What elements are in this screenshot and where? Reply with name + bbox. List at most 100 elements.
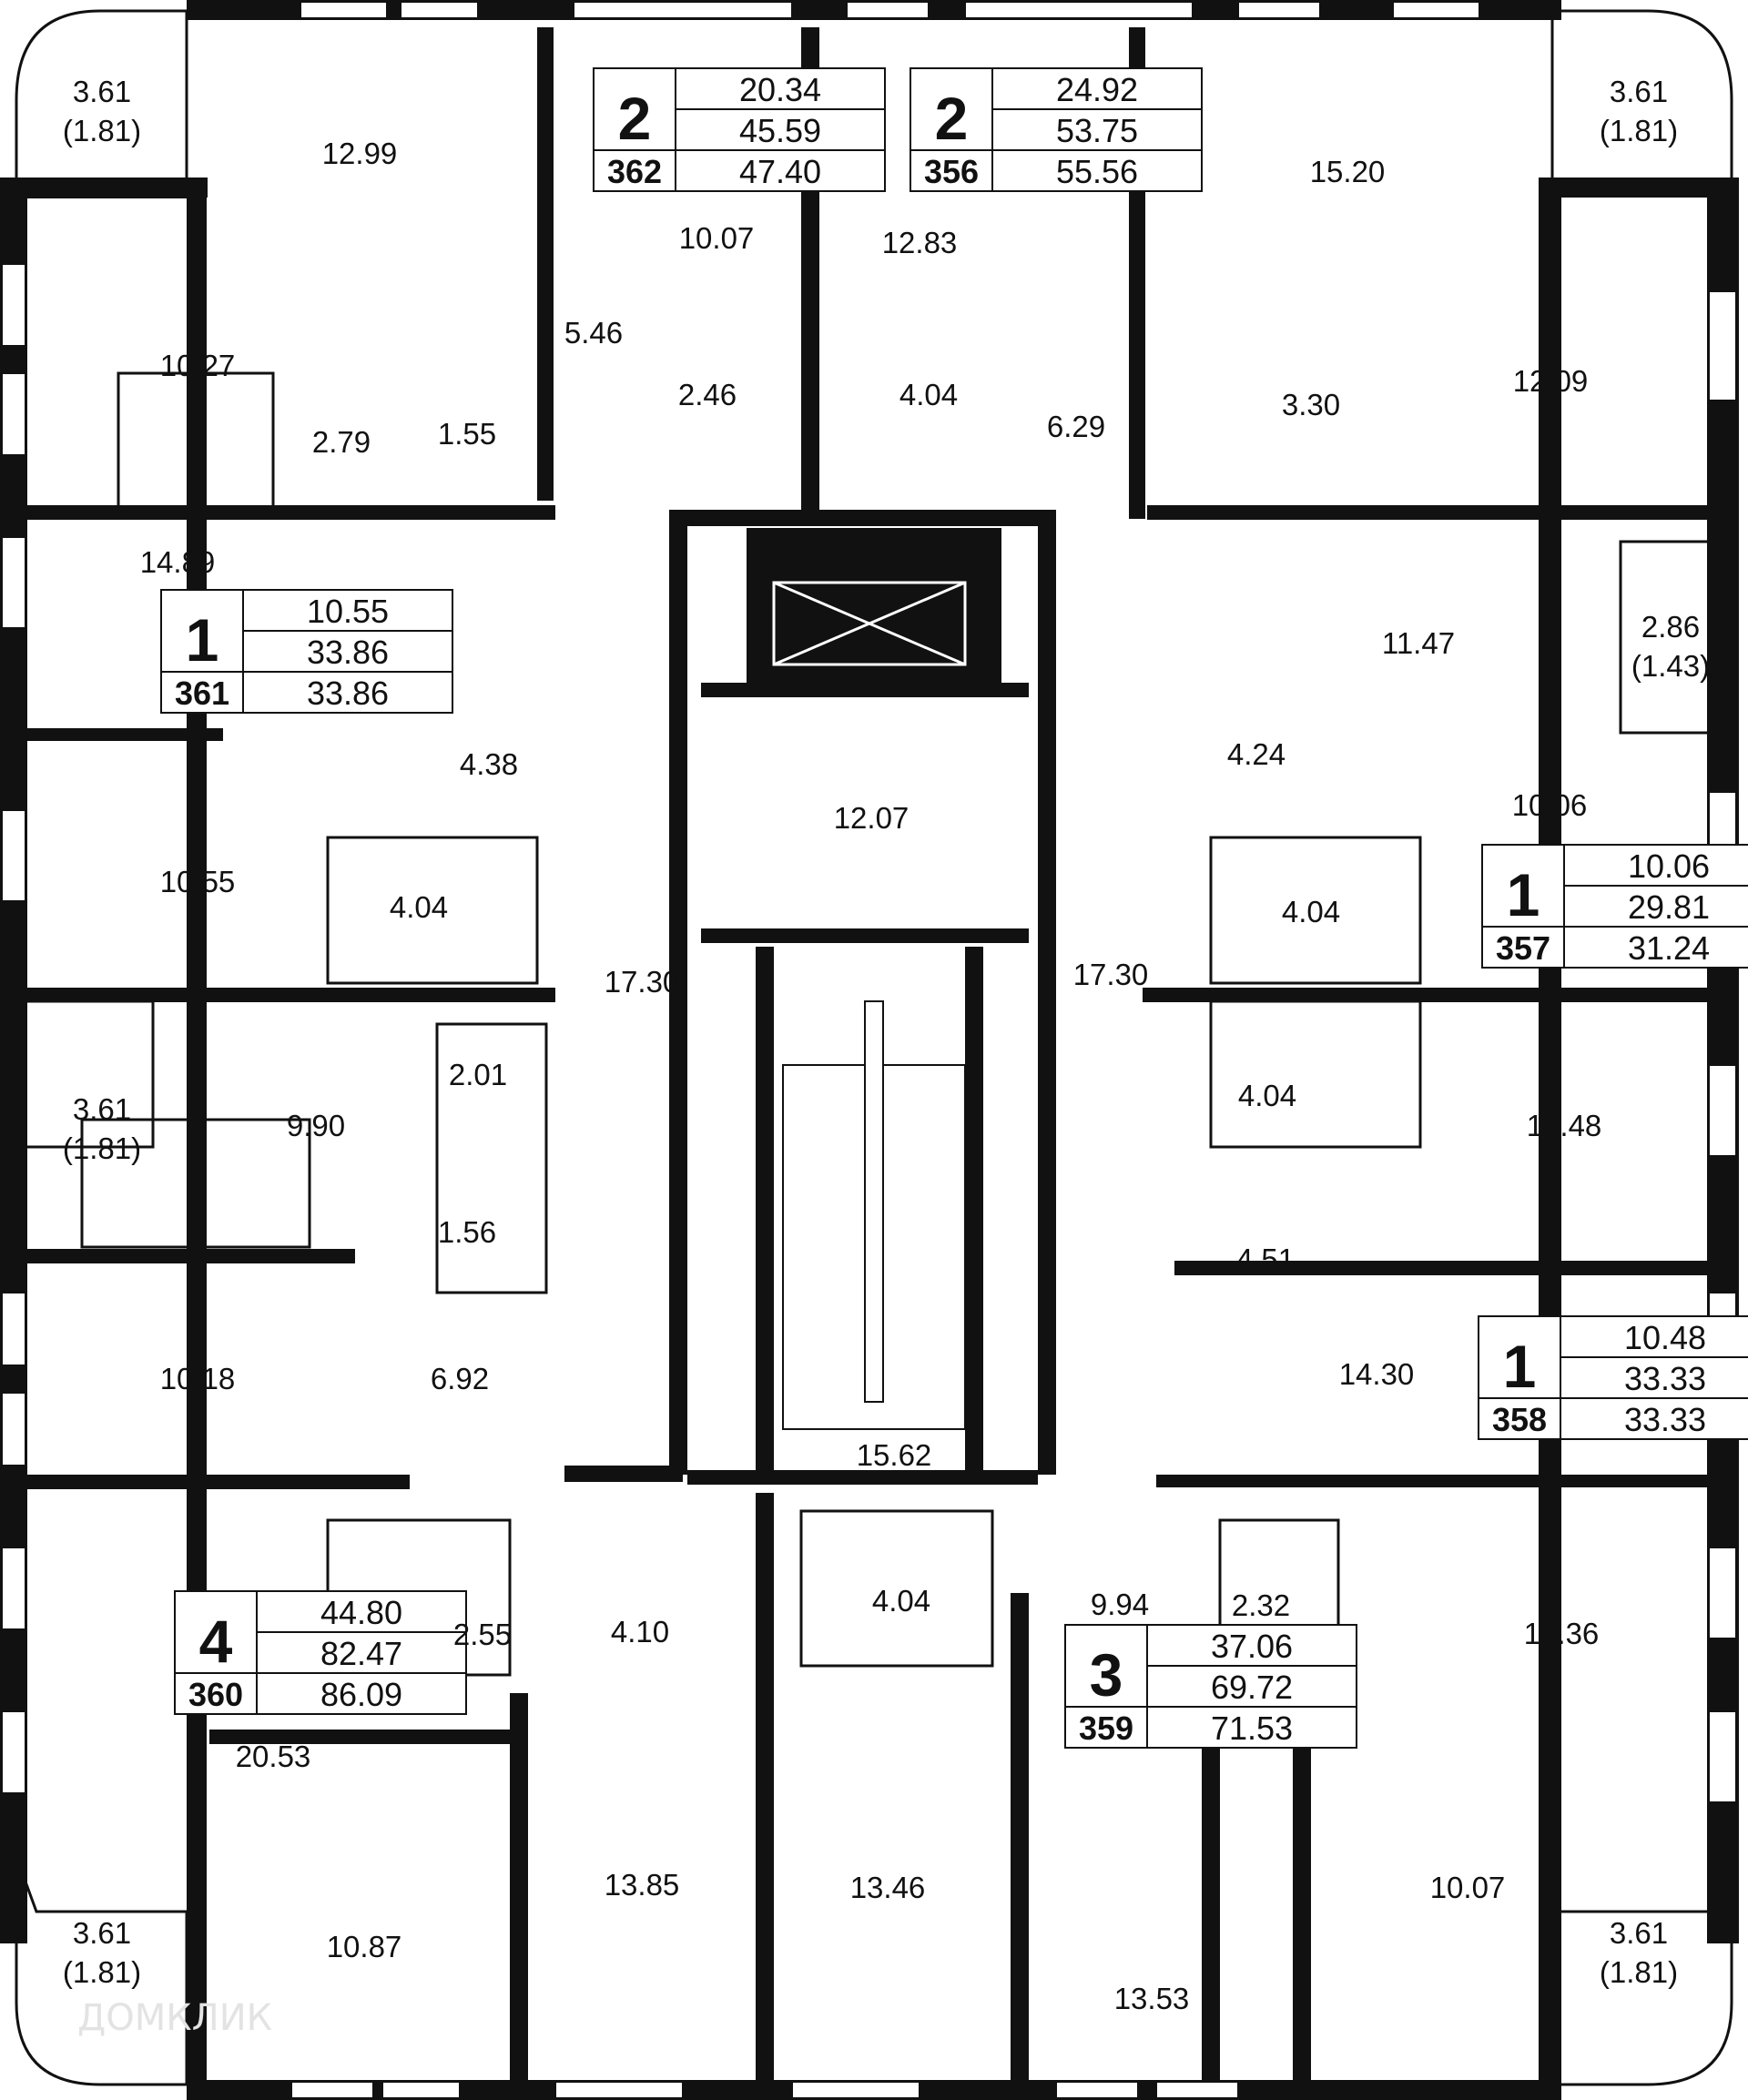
- apartment-number: 361: [175, 675, 229, 712]
- apartment-total-area: 82.47: [320, 1635, 402, 1672]
- apartment-living-area: 10.48: [1624, 1319, 1706, 1356]
- room-area-label: 10.55: [160, 865, 236, 898]
- room-area-label: 10.87: [327, 1930, 402, 1963]
- room-area-label: 10.07: [679, 221, 755, 255]
- balcony-area: 3.61: [1610, 1916, 1668, 1950]
- apartment-number: 358: [1492, 1401, 1547, 1438]
- room-area-label: 3.30: [1282, 388, 1340, 421]
- balcony-reduced-area: (1.81): [1600, 1955, 1678, 1989]
- room-area-label: 14.30: [1339, 1357, 1415, 1391]
- balcony-outlines: [15, 9, 1733, 2086]
- apartment-card: 1 10.48 33.33 358 33.33: [1478, 1315, 1748, 1440]
- room-area-label: 12.09: [1513, 364, 1589, 398]
- room-area-label: 12.07: [834, 801, 910, 835]
- apartment-card: 2 20.34 45.59 362 47.40: [593, 67, 886, 192]
- apartment-living-area: 10.06: [1628, 847, 1710, 885]
- apartment-living-area: 44.80: [320, 1594, 402, 1631]
- room-area-label: 4.04: [1238, 1079, 1296, 1112]
- apartment-total-area: 33.33: [1624, 1360, 1706, 1397]
- apartment-total-with-balcony: 31.24: [1628, 929, 1710, 967]
- apartment-rooms: 2: [618, 85, 652, 152]
- apartment-rooms: 1: [1507, 861, 1540, 928]
- apartment-rooms: 1: [186, 606, 219, 674]
- room-area-label: 6.92: [431, 1362, 489, 1395]
- apartment-rooms: 3: [1090, 1641, 1123, 1709]
- room-area-label: 1.55: [438, 417, 496, 451]
- balcony-area: 3.61: [73, 1092, 131, 1126]
- balcony-reduced-area: (1.43): [1631, 649, 1710, 683]
- room-area-label: 10.07: [1430, 1871, 1506, 1904]
- room-area-label: 4.38: [460, 747, 518, 781]
- apartment-rooms: 2: [935, 85, 969, 152]
- balcony-reduced-area: (1.81): [63, 1131, 141, 1165]
- balcony-area: 3.61: [1610, 75, 1668, 108]
- apartment-living-area: 24.92: [1056, 71, 1138, 108]
- room-area-label: 11.47: [1382, 626, 1455, 660]
- balcony-labels: 3.61 (1.81) 3.61 (1.81) 2.86 (1.43) 3.61 (1.81)…: [63, 75, 1710, 1989]
- balcony-reduced-area: (1.81): [63, 114, 141, 147]
- room-area-label: 17.30: [1073, 958, 1149, 991]
- room-area-label: 4.04: [899, 378, 958, 411]
- apartment-total-area: 29.81: [1628, 888, 1710, 926]
- apartment-card: 2 24.92 53.75 356 55.56: [910, 67, 1203, 192]
- balcony-area: 3.61: [73, 1916, 131, 1950]
- apartment-total-area: 69.72: [1211, 1669, 1293, 1706]
- balcony-reduced-area: (1.81): [63, 1955, 141, 1989]
- room-area-label: 4.04: [872, 1584, 930, 1618]
- apartment-total-with-balcony: 33.86: [307, 675, 389, 712]
- apartment-number: 356: [924, 153, 979, 190]
- apartment-total-with-balcony: 47.40: [739, 153, 821, 190]
- apartment-rooms: 1: [1503, 1333, 1537, 1400]
- apartment-total-area: 33.86: [307, 634, 389, 671]
- room-area-label: 4.51: [1236, 1243, 1295, 1276]
- room-area-label: 12.83: [882, 226, 958, 259]
- apartment-total-with-balcony: 33.33: [1624, 1401, 1706, 1438]
- apartment-total-area: 53.75: [1056, 112, 1138, 149]
- room-area-label: 10.48: [1527, 1109, 1602, 1142]
- apartment-total-area: 45.59: [739, 112, 821, 149]
- staircase: [782, 1000, 966, 1430]
- apartment-rooms: 4: [199, 1608, 233, 1675]
- room-area-label: 13.53: [1114, 1982, 1190, 2015]
- room-area-label: 2.01: [449, 1058, 507, 1091]
- room-area-label: 2.32: [1232, 1588, 1290, 1622]
- apartment-living-area: 20.34: [739, 71, 821, 108]
- room-area-label: 16.36: [1524, 1617, 1600, 1650]
- room-area-label: 10.18: [160, 1362, 236, 1395]
- room-area-label: 4.04: [390, 890, 448, 924]
- room-area-label: 9.90: [287, 1109, 345, 1142]
- apartment-number: 362: [607, 153, 662, 190]
- room-area-label: 2.55: [453, 1618, 512, 1651]
- apartment-card: 1 10.55 33.86 361 33.86: [160, 589, 453, 714]
- room-area-label: 14.89: [140, 545, 216, 579]
- apartment-number: 359: [1079, 1709, 1133, 1747]
- room-area-label: 1.56: [438, 1215, 496, 1249]
- room-area-label: 17.30: [605, 965, 680, 999]
- room-area-label: 2.46: [678, 378, 737, 411]
- apartment-total-with-balcony: 86.09: [320, 1676, 402, 1713]
- apartment-total-with-balcony: 55.56: [1056, 153, 1138, 190]
- apartment-number: 357: [1496, 929, 1550, 967]
- elevator: [772, 581, 967, 666]
- watermark: ДОМКЛИК: [77, 1997, 272, 2039]
- room-area-label: 12.99: [322, 137, 398, 170]
- room-area-label: 2.79: [312, 425, 371, 459]
- balcony-area: 2.86: [1641, 610, 1700, 644]
- apartment-living-area: 10.55: [307, 593, 389, 630]
- room-area-label: 10.06: [1512, 788, 1588, 822]
- room-area-label: 4.24: [1227, 737, 1286, 771]
- apartment-total-with-balcony: 71.53: [1211, 1709, 1293, 1747]
- room-area-label: 4.04: [1282, 895, 1340, 928]
- room-area-label: 20.53: [236, 1740, 311, 1773]
- room-area-label: 13.85: [605, 1868, 680, 1902]
- room-area-label: 15.62: [857, 1438, 932, 1472]
- balcony-reduced-area: (1.81): [1600, 114, 1678, 147]
- room-area-label: 15.20: [1310, 155, 1386, 188]
